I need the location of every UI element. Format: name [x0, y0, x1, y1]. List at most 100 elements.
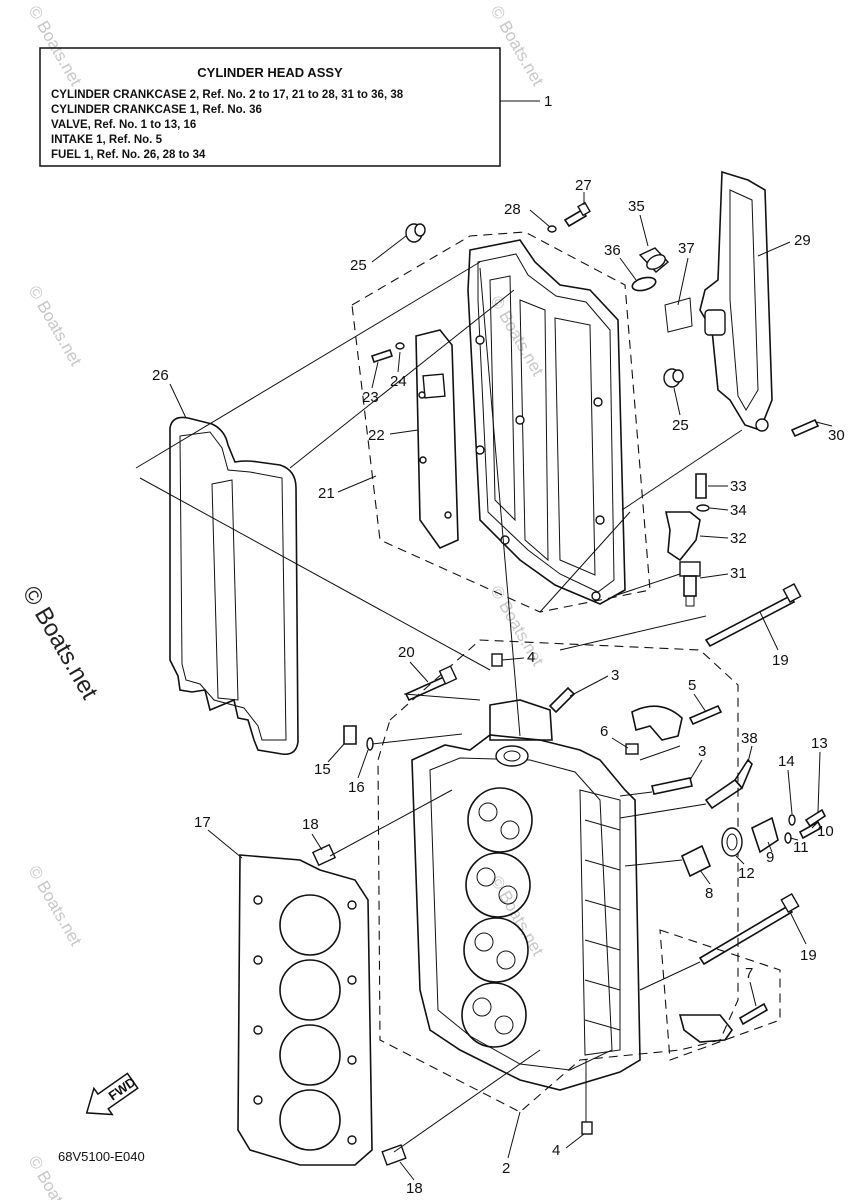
screw-27 [563, 201, 591, 228]
bolt-15 [343, 725, 357, 745]
oring [631, 276, 657, 292]
callout-32: 32 [730, 530, 747, 547]
callout-15: 15 [314, 761, 331, 778]
bolt-5 [688, 704, 723, 726]
screw-30 [790, 418, 820, 438]
screw-10 [798, 820, 823, 840]
watermark-top-left: © Boats.net [25, 3, 86, 90]
fuel-rail-bracket [699, 170, 773, 432]
bracket-32 [665, 511, 701, 562]
watermark-mid-left: © Boats.net [25, 283, 86, 370]
fwd-arrow-icon: FWD [85, 1072, 139, 1116]
callout-21: 21 [318, 485, 335, 502]
callout-38: 38 [741, 730, 758, 747]
diagram-code: 68V5100-E040 [58, 1149, 145, 1164]
washer-28 [547, 225, 557, 233]
callout-ticks [169, 192, 833, 1181]
bolt-33 [695, 473, 707, 499]
callout-3-top: 3 [611, 667, 619, 684]
head-assembly-dashed-outline [377, 639, 739, 1113]
callout-24: 24 [390, 373, 407, 390]
legend-line-3: VALVE, Ref. No. 1 to 13, 16 [51, 119, 196, 131]
plug-4-top [491, 653, 503, 667]
callout-7: 7 [745, 965, 753, 982]
watermark-side-large: © Boats.net [17, 582, 103, 705]
callout-34: 34 [730, 502, 747, 519]
temp-sensor-38 [704, 758, 753, 810]
upper-assembly-dashed-outline [351, 231, 651, 613]
callout-9: 9 [766, 849, 774, 866]
callout-30: 30 [828, 427, 845, 444]
dowel-3-top [548, 686, 576, 714]
cover-plate [415, 329, 459, 549]
grommet-25-top [405, 223, 426, 243]
bracket-dashed-outline [659, 929, 781, 1061]
callout-28: 28 [504, 201, 521, 218]
callout-2: 2 [502, 1160, 510, 1177]
valve-cover [467, 239, 626, 605]
watermark-bottom-center: © Boats.net [487, 873, 548, 960]
callout-23: 23 [362, 389, 379, 406]
callout-3-right: 3 [698, 743, 706, 760]
callout-31: 31 [730, 565, 747, 582]
long-bolt-19-upper [704, 583, 802, 648]
head-gasket [237, 854, 373, 1166]
legend-line-2: CYLINDER CRANKCASE 1, Ref. No. 36 [51, 104, 262, 116]
screw-23 [370, 348, 394, 364]
seal-12 [721, 827, 743, 857]
callout-33: 33 [730, 478, 747, 495]
callout-29: 29 [794, 232, 811, 249]
bolt-20 [404, 665, 458, 702]
callout-18-top: 18 [302, 816, 319, 833]
watermark-group: © Boats.net © Boats.net © Boats.net © Bo… [17, 3, 548, 1200]
callout-8: 8 [705, 885, 713, 902]
callout-13: 13 [811, 735, 828, 752]
cover-9 [751, 816, 779, 854]
bolt-7 [738, 1002, 769, 1026]
washer-34 [696, 504, 710, 512]
callout-37: 37 [678, 240, 695, 257]
legend-box: CYLINDER HEAD ASSY CYLINDER CRANKCASE 2,… [39, 47, 552, 167]
callout-16: 16 [348, 779, 365, 796]
callout-25-right: 25 [672, 417, 689, 434]
callout-22: 22 [368, 427, 385, 444]
sensor-31 [679, 561, 701, 607]
callout-4-bottom: 4 [552, 1142, 560, 1159]
dowel-18-bottom [381, 1144, 407, 1166]
screw-13 [804, 808, 827, 828]
callout-10: 10 [817, 823, 834, 840]
grommet-25-right [663, 368, 684, 388]
long-bolt-19-lower [698, 892, 800, 966]
callout-1: 1 [544, 93, 552, 110]
watermark-lower-left: © Boats.net [25, 863, 86, 950]
legend-line-4: INTAKE 1, Ref. No. 5 [51, 134, 163, 146]
dowel-3-right [651, 777, 693, 795]
callout-26: 26 [152, 367, 169, 384]
legend-line-1: CYLINDER CRANKCASE 2, Ref. No. 2 to 17, … [51, 89, 404, 101]
callout-14: 14 [778, 753, 795, 770]
sleeve-8 [680, 844, 712, 878]
callout-12: 12 [738, 865, 755, 882]
pin-6 [625, 743, 639, 755]
leader-lines [135, 261, 743, 1153]
callout-35: 35 [628, 198, 645, 215]
bracket-7 [678, 1014, 733, 1043]
callout-5: 5 [688, 677, 696, 694]
callout-6: 6 [600, 723, 608, 740]
filler-cap [638, 247, 670, 273]
label-plate [664, 297, 693, 333]
legend-title: CYLINDER HEAD ASSY [197, 65, 343, 80]
callout-19-upper: 19 [772, 652, 789, 669]
washer-24 [395, 342, 405, 350]
callout-19-lower: 19 [800, 947, 817, 964]
cover-gasket [169, 416, 299, 756]
plug-4-bottom [581, 1121, 593, 1135]
clamp-part [631, 705, 683, 741]
callout-27: 27 [575, 177, 592, 194]
callout-25-top: 25 [350, 257, 367, 274]
cylinder-head [411, 699, 641, 1091]
callout-36: 36 [604, 242, 621, 259]
callout-20: 20 [398, 644, 415, 661]
watermark-mid-center: © Boats.net [487, 293, 548, 380]
